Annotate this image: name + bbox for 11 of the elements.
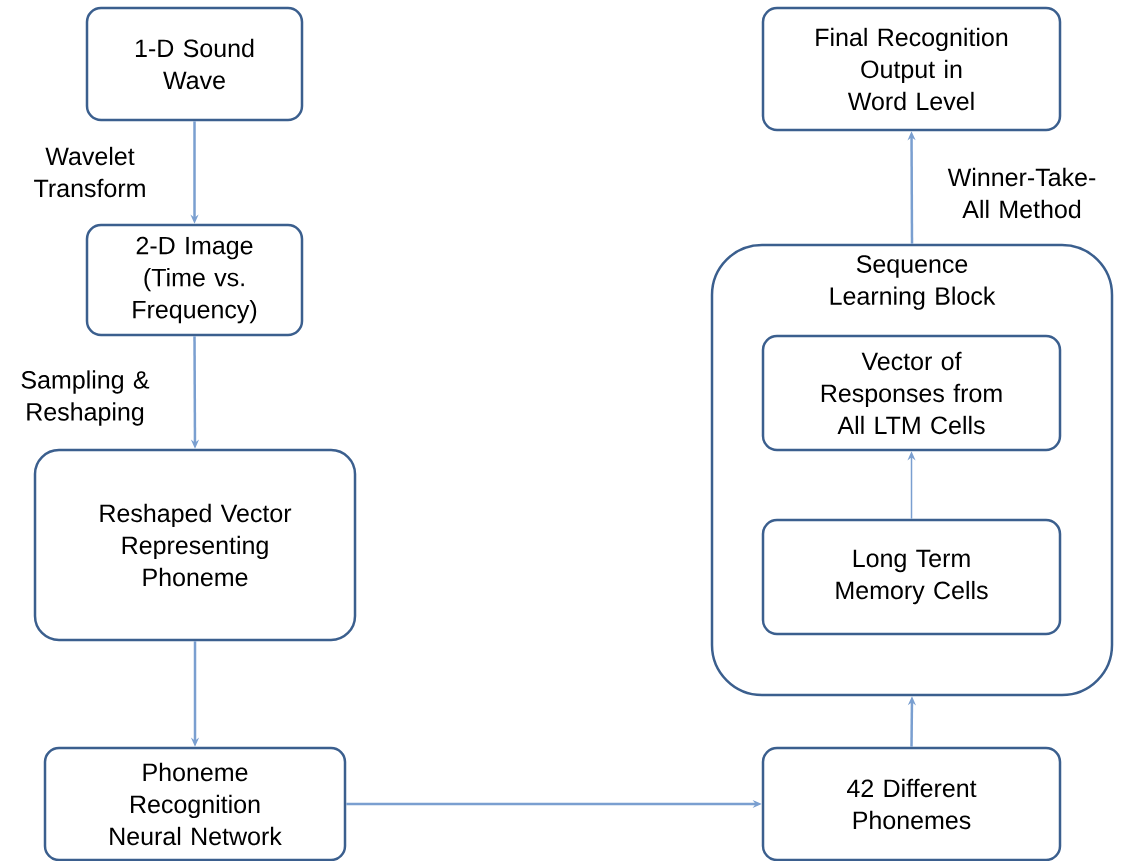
edge-label: Winner-Take-All Method — [931, 166, 1113, 220]
edge-label: Sampling & Reshaping — [0, 369, 171, 427]
process-box: Final Recognition Output in Word Level — [761, 6, 1062, 132]
process-box: 42 Different Phonemes — [761, 746, 1062, 861]
process-box: Long Term Memory Cells — [761, 518, 1062, 636]
process-box: 2-D Image (Time vs. Frequency) — [85, 223, 304, 337]
process-box: Phoneme Recognition Neural Network — [43, 746, 347, 861]
process-box: Vector of Responses from All LTM Cells — [761, 334, 1062, 452]
edge-label: Wavelet Transform — [19, 145, 161, 199]
process-box: Reshaped Vector Representing Phoneme — [33, 448, 357, 642]
process-box: 1-D Sound Wave — [85, 6, 304, 122]
